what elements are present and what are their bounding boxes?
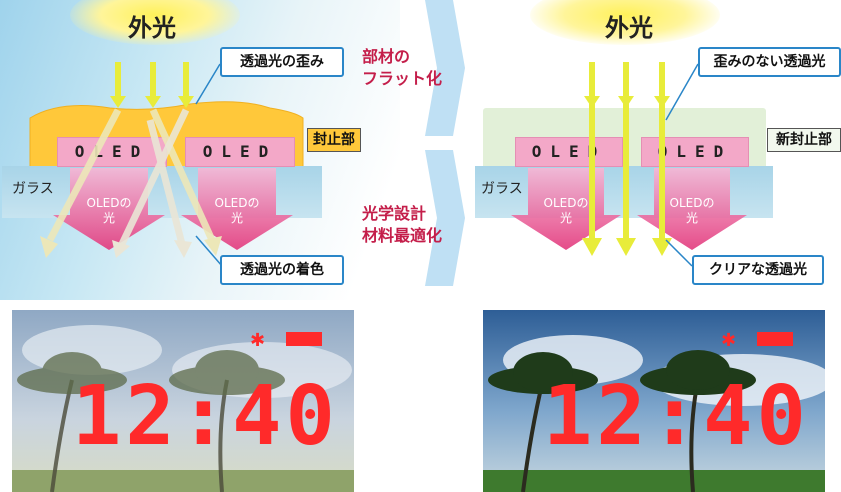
middle-top-label-line1: 部材の (362, 47, 411, 66)
left-callout-coloring: 透過光の着色 (220, 255, 344, 285)
left-title: 外光 (128, 14, 176, 42)
right-light-arrows (511, 62, 747, 267)
middle-bottom-label-line1: 光学設計 (362, 204, 427, 223)
middle-arrows (425, 0, 465, 286)
left-display-photo: ✱ 12:40 (12, 310, 354, 492)
left-callout-distortion: 透過光の歪み (220, 47, 344, 77)
right-oled-light-2-line2: 光 (685, 211, 698, 225)
left-seal-label: 封止部 (307, 128, 361, 152)
right-bluetooth-icon: ✱ (721, 330, 737, 351)
left-oled-light-2-line2: 光 (230, 211, 243, 225)
right-display-photo: ✱ 12:40 (483, 310, 825, 492)
left-oled-light-1-line2: 光 (102, 211, 115, 225)
right-callout-clear: クリアな透過光 (692, 255, 824, 285)
right-oled-light-1-line1: OLEDの (543, 196, 589, 210)
right-oled-1: OLED (515, 137, 623, 167)
right-battery-icon (757, 332, 793, 346)
middle-top-label: 部材の フラット化 (362, 46, 442, 90)
middle-top-label-line2: フラット化 (362, 69, 443, 88)
left-oled-light-1-line1: OLEDの (86, 196, 132, 210)
left-oled-2: OLED (185, 137, 295, 167)
left-light-arrows (40, 62, 293, 267)
right-photo-scene (483, 310, 825, 492)
left-glass-label: ガラス (12, 181, 54, 197)
right-clock: 12:40 (543, 369, 810, 464)
right-oled-light-2: OLEDの 光 (654, 196, 730, 226)
middle-bottom-label-line2: 材料最適化 (362, 226, 443, 245)
left-clock: 12:40 (72, 369, 339, 464)
left-oled-light-2-line1: OLEDの (214, 196, 260, 210)
right-oled-light-2-line1: OLEDの (669, 196, 715, 210)
right-glass-label: ガラス (481, 181, 523, 197)
left-battery-icon (286, 332, 322, 346)
right-oled-light-1-line2: 光 (559, 211, 572, 225)
right-seal-label: 新封止部 (767, 128, 841, 152)
middle-bottom-label: 光学設計 材料最適化 (362, 203, 442, 247)
right-oled-light-1: OLEDの 光 (528, 196, 604, 226)
right-callout-nodistortion: 歪みのない透過光 (698, 47, 841, 77)
left-bluetooth-icon: ✱ (250, 330, 266, 351)
left-oled-light-1: OLEDの 光 (70, 196, 148, 226)
right-title: 外光 (605, 14, 653, 42)
left-oled-light-2: OLEDの 光 (198, 196, 276, 226)
